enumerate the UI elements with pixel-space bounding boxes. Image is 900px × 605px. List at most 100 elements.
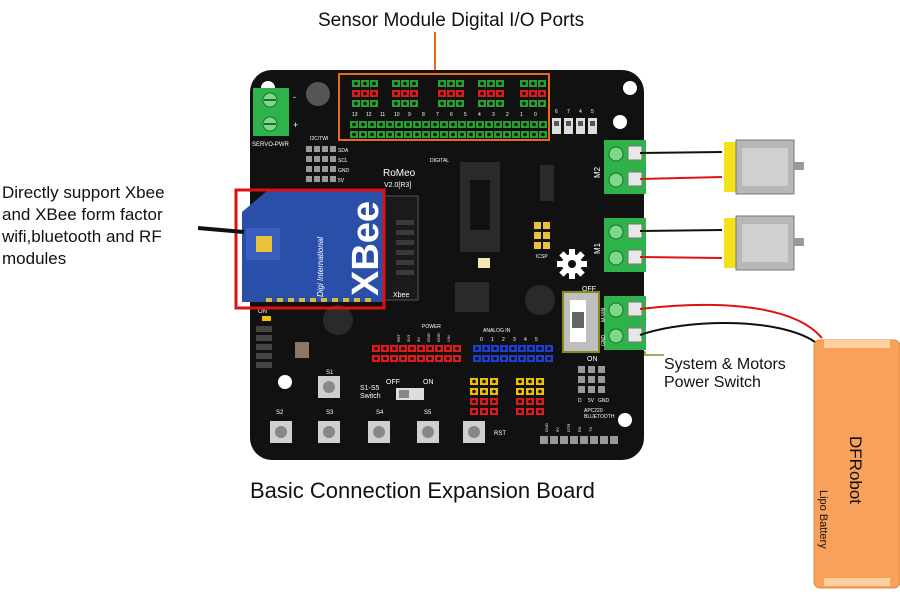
left-pad xyxy=(256,362,272,368)
xbee-pin xyxy=(354,298,360,302)
pin-hole xyxy=(518,379,522,384)
button-cap xyxy=(323,381,335,393)
pin-hole xyxy=(361,122,365,127)
serial-pin xyxy=(550,436,558,444)
button-label: S3 xyxy=(326,410,334,416)
push-button-rst[interactable]: RST xyxy=(463,421,506,443)
m1-wire-red xyxy=(639,256,723,259)
pin-hole xyxy=(472,379,476,384)
i2c-pin xyxy=(330,156,336,162)
pin-hole xyxy=(480,81,484,86)
i2c-pin-label: GND xyxy=(338,168,350,174)
usb-chip xyxy=(455,282,489,312)
battery-wire-black xyxy=(639,322,816,343)
m1-wire-black xyxy=(639,229,723,232)
xbee-label: Xbee xyxy=(393,292,409,299)
pin-hole xyxy=(406,122,410,127)
pin-hole xyxy=(403,91,407,96)
servo-plus: + xyxy=(293,120,298,130)
pin-hole xyxy=(520,346,524,351)
pin-hole xyxy=(528,399,532,404)
board-caption: Basic Connection Expansion Board xyxy=(250,478,595,503)
left-pad xyxy=(256,326,272,332)
pin-hole xyxy=(394,101,398,106)
pin-hole xyxy=(493,346,497,351)
buzzer xyxy=(306,82,330,106)
pin-hole xyxy=(484,346,488,351)
pin-hole xyxy=(458,81,462,86)
pin-hole xyxy=(532,132,536,137)
pin-hole xyxy=(437,356,441,361)
pin-hole xyxy=(379,132,383,137)
digital-io-bottom-header xyxy=(350,121,547,138)
pin-hole xyxy=(383,356,387,361)
i2c-pin xyxy=(322,176,328,182)
bt-pin xyxy=(588,366,595,373)
motor-pin-label: 7 xyxy=(567,109,570,115)
io-pin-number: 13 xyxy=(352,112,358,118)
xbee-pin xyxy=(288,298,294,302)
pin-hole xyxy=(489,101,493,106)
pin-hole xyxy=(469,132,473,137)
io-pin-number: 8 xyxy=(422,112,425,118)
s1s5-on: ON xyxy=(423,379,434,386)
pin-hole xyxy=(449,101,453,106)
pin-hole xyxy=(498,101,502,106)
serial-pin xyxy=(610,436,618,444)
analog-pin-label: 1 xyxy=(491,337,494,343)
pin-hole xyxy=(442,122,446,127)
pin-hole xyxy=(455,346,459,351)
jumper-headers xyxy=(470,378,544,415)
push-button-s4[interactable]: S4 xyxy=(368,410,390,443)
bt-pin xyxy=(578,366,585,373)
i2c-pin xyxy=(306,176,312,182)
pin-hole xyxy=(460,132,464,137)
push-button-s5[interactable]: S5 xyxy=(417,410,439,443)
pin-hole xyxy=(363,101,367,106)
servo-minus: - xyxy=(293,92,296,102)
icsp-pin xyxy=(543,222,550,229)
pin-hole xyxy=(493,356,497,361)
pin-hole xyxy=(451,122,455,127)
pin-hole xyxy=(446,356,450,361)
pin-hole xyxy=(401,356,405,361)
pin-hole xyxy=(374,356,378,361)
pin-hole xyxy=(538,346,542,351)
motor-jumper-pin xyxy=(554,121,559,126)
icsp-pin xyxy=(534,242,541,249)
i2c-pin-label: SCL xyxy=(338,158,348,164)
mount-hole xyxy=(278,375,292,389)
pin-hole xyxy=(428,346,432,351)
on-led-label: ON xyxy=(258,309,267,315)
bt-pin xyxy=(578,376,585,383)
board-name: RoMeo xyxy=(383,168,416,179)
pin-hole xyxy=(440,91,444,96)
pin-hole xyxy=(496,122,500,127)
io-pin-number: 12 xyxy=(366,112,372,118)
pin-hole xyxy=(531,81,535,86)
push-button-s3[interactable]: S3 xyxy=(318,410,340,443)
m2-wire-red xyxy=(639,176,723,180)
m1-terminal xyxy=(604,218,646,272)
bt-pin-label: 5V xyxy=(588,398,595,404)
serial-pin-label: 5V xyxy=(555,427,560,432)
bt-pin xyxy=(598,376,605,383)
push-button-s1[interactable]: S1 xyxy=(318,370,340,398)
pin-hole xyxy=(529,346,533,351)
push-button-s2[interactable]: S2 xyxy=(270,410,292,443)
xbee-socket-pin xyxy=(396,260,414,265)
pin-hole xyxy=(475,346,479,351)
pin-hole xyxy=(392,346,396,351)
bt-pin xyxy=(588,386,595,393)
i2c-pin xyxy=(330,176,336,182)
battery-brand: DFRobot xyxy=(846,436,865,504)
pin-hole xyxy=(449,91,453,96)
icsp-header xyxy=(534,222,550,249)
i2c-pin xyxy=(314,146,320,152)
pin-hole xyxy=(538,379,542,384)
io-pin-number: 0 xyxy=(534,112,537,118)
i2c-pin xyxy=(322,146,328,152)
